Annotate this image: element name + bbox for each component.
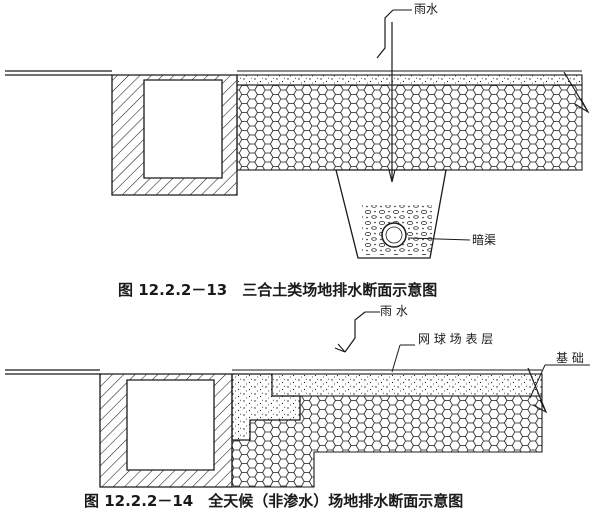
drain-channel-wall	[111, 74, 238, 196]
rain-arrow-icon	[376, 9, 394, 180]
break-mark-2	[527, 367, 547, 413]
lime-soil-layer	[236, 84, 583, 171]
figure-2-section: 雨 水 网 球 场 表 层 基 础 图 12.2.2－14 全天候（非渗水）场地…	[5, 304, 590, 510]
rain-arrow-icon-2	[344, 311, 366, 353]
underdrain-label: 暗渠	[472, 232, 496, 247]
figure-2-caption: 图 12.2.2－14 全天候（非渗水）场地排水断面示意图	[84, 492, 463, 510]
figure-1-section: 雨水 暗渠 图 12.2.2－13 三合土类场地排水断面示意图	[5, 2, 590, 299]
surface-course	[236, 74, 583, 86]
figure-1-caption: 图 12.2.2－13 三合土类场地排水断面示意图	[118, 281, 437, 299]
foundation-layer	[231, 395, 543, 488]
rain-label-2: 雨 水	[380, 304, 408, 318]
rain-label: 雨水	[414, 2, 438, 16]
tennis-surface-label: 网 球 场 表 层	[418, 332, 493, 346]
drain-channel-wall-2	[99, 373, 233, 488]
drain-pipe	[381, 222, 407, 248]
tennis-surface-layer	[271, 373, 543, 397]
foundation-label: 基 础	[556, 351, 584, 365]
